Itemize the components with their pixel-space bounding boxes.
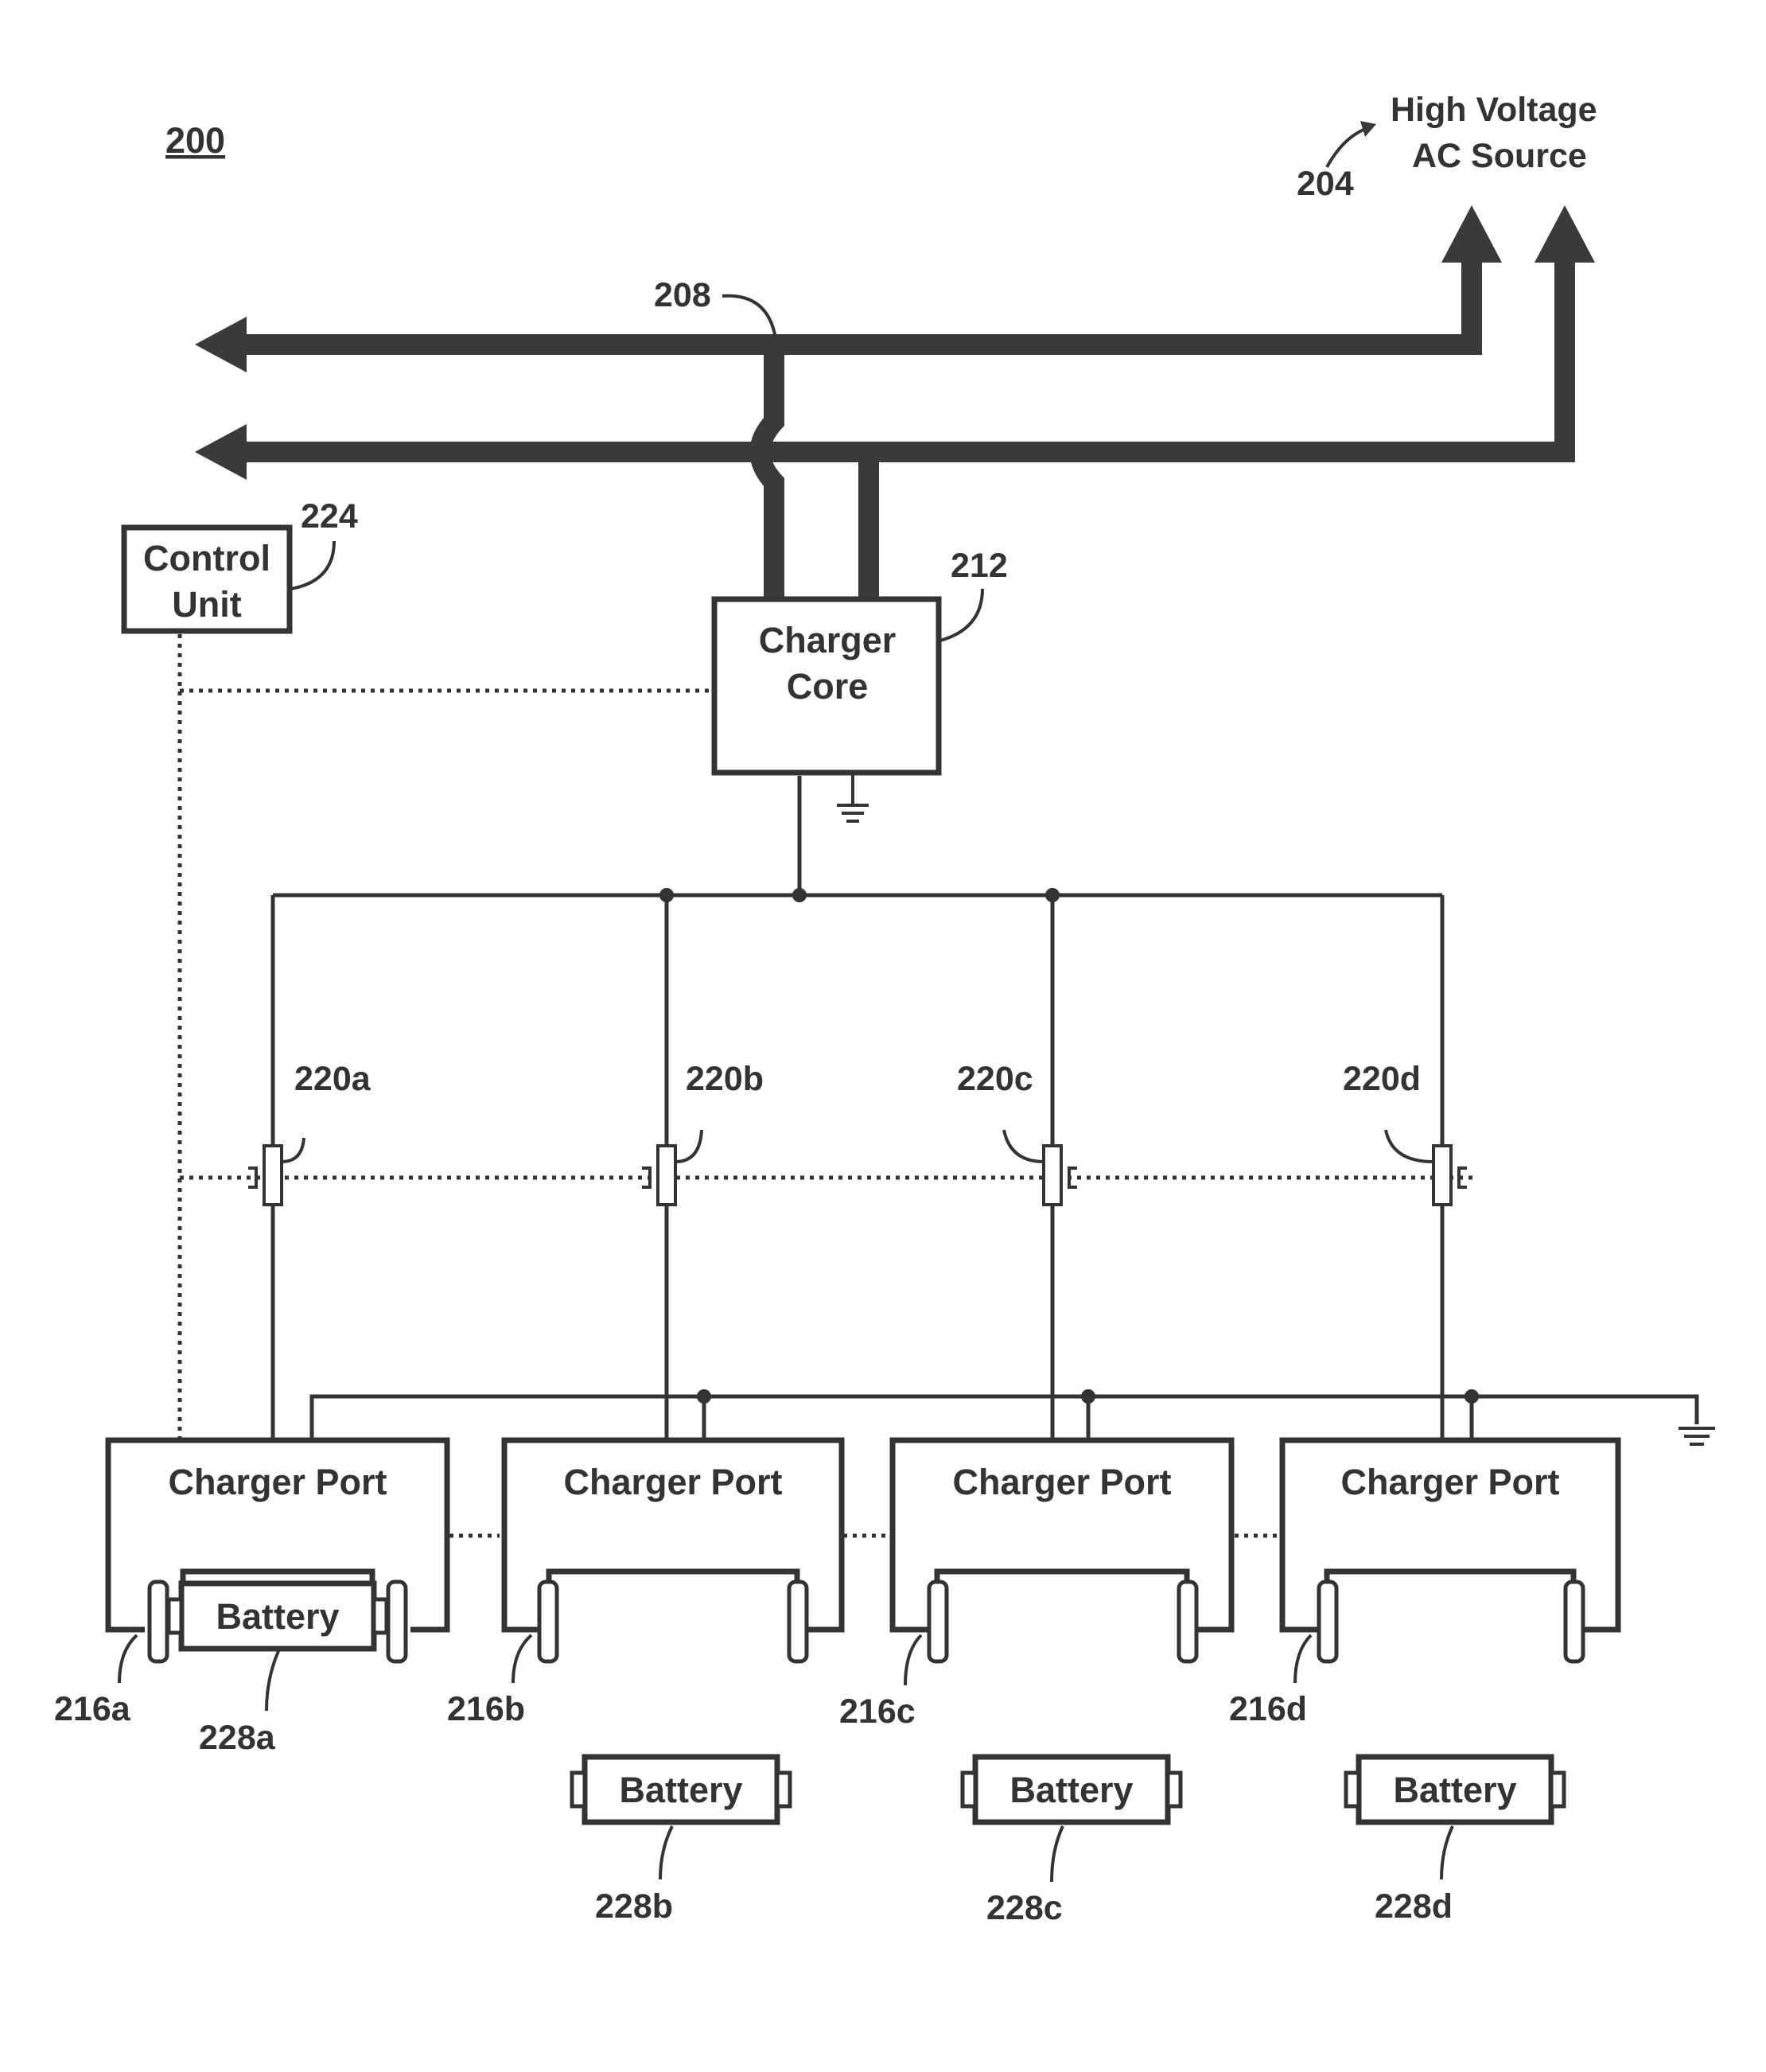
core-ground-symbol [837,773,869,821]
battery-228a-ref: 228a [199,1719,276,1757]
charger-port-216d-ref: 216d [1229,1690,1307,1728]
switch-220d [1386,1130,1467,1205]
charger-port-216c-leader [905,1635,921,1685]
charger-port-216c-title: Charger Port [952,1462,1171,1502]
switch-220c [1004,1130,1077,1205]
battery-228a-leader [266,1651,278,1711]
charger-core-ref: 212 [951,547,1008,585]
charger-port-216a-title: Charger Port [168,1462,387,1502]
charger-port-216a-leader [119,1635,137,1683]
charger-port-216b-title: Charger Port [563,1462,782,1502]
control-unit-line2: Unit [172,584,241,625]
battery-228a-label: Battery [216,1596,339,1637]
charger-core-line2: Core [787,666,869,707]
charger-port-216d-leader [1295,1635,1311,1683]
bus-ref: 208 [654,276,711,314]
control-unit-ref: 224 [301,497,358,536]
charger-core-line1: Charger [759,620,897,660]
source-name-line2: AC Source [1412,137,1587,175]
battery-228c-ref: 228c [986,1889,1063,1927]
core-output-bus [273,776,1442,1439]
battery-228d-leader [1441,1826,1453,1879]
figure-number: 200 [165,120,225,161]
source-ref-arrow [1327,121,1376,167]
battery-228c-label: Battery [1009,1770,1133,1810]
bus-ref-leader [722,296,776,338]
hv-bus-line-upper [195,205,1502,372]
charger-port-216c-ref: 216c [839,1692,916,1731]
charger-port-216b-leader [513,1635,531,1683]
battery-228c-leader [1052,1826,1063,1882]
switch-220c-ref: 220c [957,1060,1033,1098]
battery-228b-label: Battery [619,1770,742,1810]
control-unit-line1: Control [143,538,270,578]
charger-port-216b-ref: 216b [447,1690,525,1728]
source-ref: 204 [1297,165,1354,203]
charger-port-216a-ref: 216a [54,1690,131,1728]
battery-228b-ref: 228b [595,1887,673,1926]
source-name-line1: High Voltage [1391,91,1597,129]
port-ground-bus [312,1389,1715,1444]
battery-228b-leader [660,1826,672,1879]
switch-220b-ref: 220b [686,1060,764,1098]
switch-220b [642,1130,702,1205]
switch-220d-ref: 220d [1343,1060,1421,1098]
bus-tap-to-charger-core [760,345,869,601]
control-unit-ref-leader [291,541,334,589]
battery-228d-ref: 228d [1375,1887,1453,1926]
switch-220a-ref: 220a [294,1060,371,1098]
charger-port-216d-title: Charger Port [1340,1462,1559,1502]
switch-220a [248,1138,304,1205]
charger-core-ref-leader [940,589,982,641]
battery-228d-label: Battery [1393,1770,1516,1810]
